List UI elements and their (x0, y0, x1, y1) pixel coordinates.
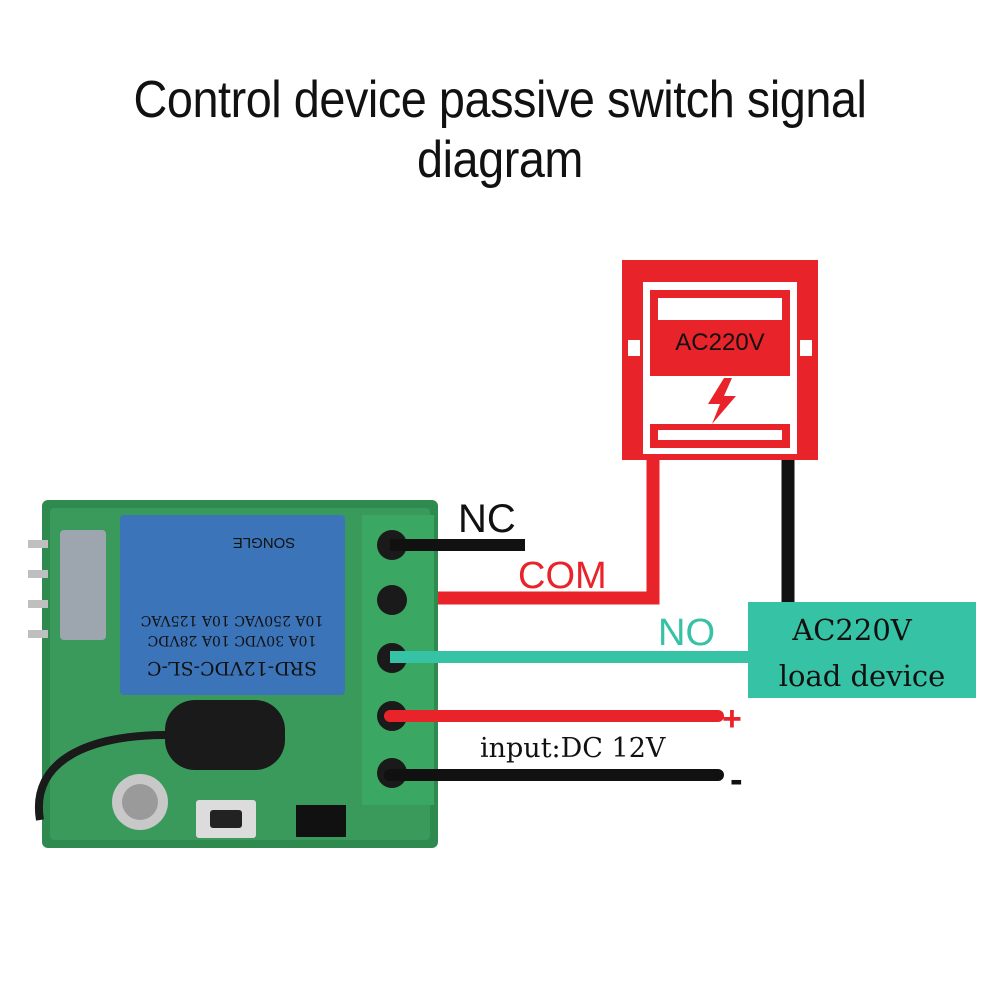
label-com: COM (518, 555, 607, 597)
relay (120, 515, 345, 695)
diagram-title: Control device passive switch signal dia… (133, 71, 867, 189)
relay-board: SRD-12VDC-SL-C 10A 30VDC 10A 28VDC 10A 2… (28, 500, 438, 848)
load-label-line1: AC220V (791, 613, 912, 647)
supply-label: AC220V (675, 329, 764, 356)
load-device-box: AC220V load device (748, 602, 976, 698)
relay-spec-1: 10A 30VDC 10A 28VDC (148, 632, 317, 648)
relay-model: SRD-12VDC-SL-C (147, 657, 317, 679)
load-label-line2: load device (779, 659, 946, 693)
label-plus: + (722, 700, 742, 738)
label-input: input:DC 12V (480, 733, 666, 764)
screw-com (377, 585, 407, 615)
relay-brand: SONGLE (233, 534, 296, 551)
ic-chip (296, 805, 346, 837)
com-wire (390, 460, 660, 605)
ac-supply-box: AC220V (622, 260, 818, 460)
label-nc: NC (458, 497, 516, 541)
relay-spec-2: 10A 250VAC 10A 125VAC (141, 612, 324, 628)
label-no: NO (658, 612, 715, 654)
lightning-icon (708, 378, 736, 424)
terminal-screws (377, 530, 407, 788)
label-minus: - (730, 759, 743, 801)
antenna-coil (165, 700, 285, 770)
